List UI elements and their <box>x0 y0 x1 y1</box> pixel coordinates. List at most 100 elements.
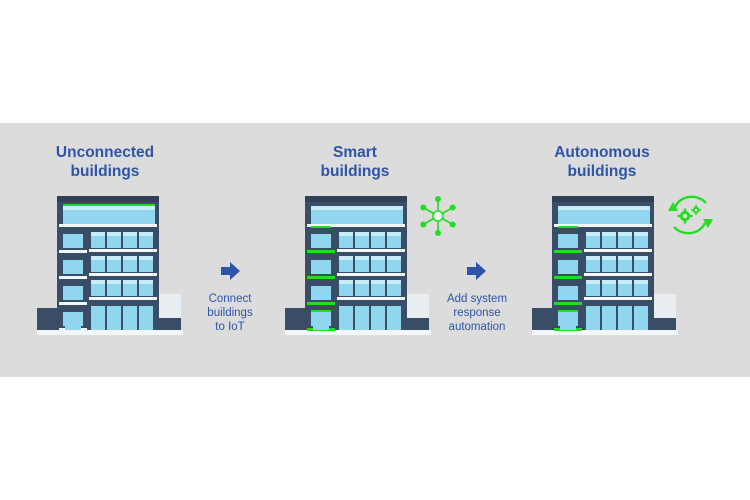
floor-slab <box>337 249 405 252</box>
transition-line2: response <box>453 307 501 319</box>
stage-title-line2: buildings <box>320 163 390 180</box>
accent-line <box>311 226 331 228</box>
stage-title-line2: buildings <box>70 163 140 180</box>
window <box>311 260 331 274</box>
balcony-rail <box>59 302 87 305</box>
balcony-rail <box>307 276 335 279</box>
glass-highlight <box>339 232 353 236</box>
stage-title-line1: Unconnected <box>55 144 155 161</box>
accent-line <box>558 226 578 228</box>
building-unconnected <box>37 196 183 335</box>
accent-line <box>311 310 331 312</box>
glass-highlight <box>107 232 121 236</box>
glass-highlight <box>371 232 385 236</box>
glass-highlight <box>371 280 385 284</box>
glass-highlight <box>634 256 648 260</box>
extension-base <box>650 318 676 330</box>
lobby-glass <box>355 306 369 330</box>
glass-highlight <box>387 232 401 236</box>
stage-title-autonomous: Autonomous buildings <box>502 143 702 181</box>
transition-label-connect: Connect buildings to IoT <box>180 292 280 334</box>
lobby-glass <box>371 306 385 330</box>
stage-title-smart: Smart buildings <box>255 143 455 181</box>
stage-title-unconnected: Unconnected buildings <box>5 143 205 181</box>
glass-highlight <box>123 280 137 284</box>
gear-cycle-icon <box>668 195 713 235</box>
glass-highlight <box>339 280 353 284</box>
floor-slab <box>584 273 652 276</box>
glass-highlight <box>602 280 616 284</box>
window <box>311 286 331 300</box>
floor-slab <box>337 273 405 276</box>
floor-slab <box>59 224 157 227</box>
window <box>63 234 83 248</box>
floor-slab <box>89 297 157 300</box>
glass-highlight <box>387 280 401 284</box>
lobby-glass <box>107 306 121 330</box>
top-glass-band <box>63 206 155 224</box>
glass-highlight <box>634 280 648 284</box>
roof-cap <box>57 196 159 202</box>
lobby-glass <box>339 306 353 330</box>
balcony-rail <box>307 302 335 305</box>
lobby-glass <box>139 306 153 330</box>
window <box>63 260 83 274</box>
lobby-glass <box>91 306 105 330</box>
balcony-rail <box>554 302 582 305</box>
glass-highlight <box>355 280 369 284</box>
floor-slab <box>584 249 652 252</box>
ground-slab <box>285 330 431 335</box>
glass-highlight <box>91 280 105 284</box>
transition-line3: automation <box>448 321 506 333</box>
lobby-glass <box>602 306 616 330</box>
ground-slab <box>37 330 183 335</box>
window <box>558 260 578 274</box>
window <box>63 286 83 300</box>
arrow-right-icon <box>221 262 240 280</box>
glass-highlight <box>355 232 369 236</box>
arrow-right-icon <box>467 262 486 280</box>
floor-slab <box>337 297 405 300</box>
lobby-glass <box>618 306 632 330</box>
stage-title-line1: Smart <box>333 144 377 161</box>
window <box>558 286 578 300</box>
top-glass-band <box>558 206 650 224</box>
floor-slab <box>89 273 157 276</box>
glass-highlight <box>618 256 632 260</box>
glass-highlight <box>91 232 105 236</box>
ground-slab <box>532 330 678 335</box>
floor-slab <box>554 224 652 227</box>
stage-title-line2: buildings <box>567 163 637 180</box>
glass-highlight <box>139 232 153 236</box>
glass-highlight <box>139 280 153 284</box>
lobby-glass <box>123 306 137 330</box>
glass-highlight <box>91 256 105 260</box>
roof-cap <box>305 196 407 202</box>
glass-highlight <box>586 232 600 236</box>
extension-base <box>403 318 429 330</box>
balcony-rail <box>59 276 87 279</box>
glass-highlight <box>618 232 632 236</box>
network-hub-icon <box>420 196 456 236</box>
glass-highlight <box>63 206 155 210</box>
glass-highlight <box>634 232 648 236</box>
glass-highlight <box>107 280 121 284</box>
top-glass-band <box>311 206 403 224</box>
transition-line3: to IoT <box>215 321 245 333</box>
extension-base <box>155 318 181 330</box>
window <box>311 234 331 248</box>
glass-highlight <box>123 256 137 260</box>
entrance-door <box>560 312 576 330</box>
lobby-glass <box>387 306 401 330</box>
building-smart <box>285 196 431 335</box>
annex-block <box>532 308 554 330</box>
glass-highlight <box>339 256 353 260</box>
glass-highlight <box>586 280 600 284</box>
transition-line1: Connect <box>208 293 252 305</box>
glass-highlight <box>586 256 600 260</box>
glass-highlight <box>602 256 616 260</box>
accent-line <box>63 204 155 206</box>
annex-block <box>37 308 59 330</box>
glass-highlight <box>123 232 137 236</box>
balcony-rail <box>307 250 335 253</box>
